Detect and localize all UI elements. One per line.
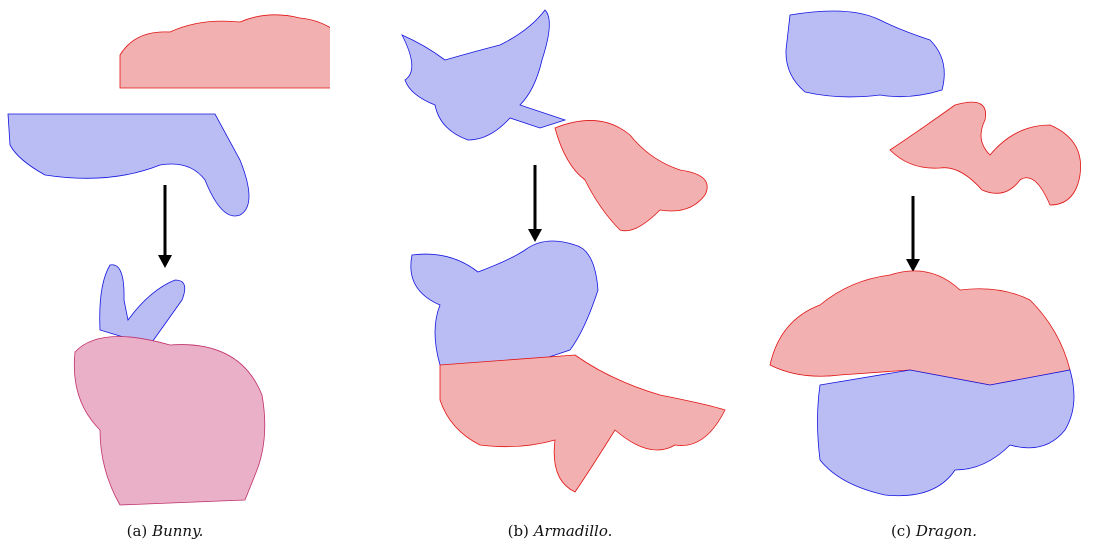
bunny-registered-ears bbox=[99, 264, 186, 346]
armadillo-target-cloud bbox=[554, 120, 708, 232]
bunny-registration-svg bbox=[7, 14, 330, 506]
bunny-source-cloud bbox=[7, 113, 250, 217]
caption-label-c: (c) bbox=[890, 522, 912, 540]
dragon-target-cloud bbox=[889, 101, 1082, 206]
figure-panel-dragon: (c) Dragon. bbox=[760, 0, 1108, 552]
bunny-target-outline bbox=[119, 14, 330, 89]
armadillo-registered-upper bbox=[410, 240, 599, 371]
armadillo-arrow bbox=[528, 165, 542, 242]
armadillo-target-outline bbox=[554, 120, 708, 232]
caption-label-b: (b) bbox=[507, 522, 529, 540]
dragon-source-outline bbox=[785, 10, 945, 98]
caption-bunny: (a) Bunny. bbox=[0, 522, 330, 540]
armadillo-registration-svg bbox=[401, 9, 726, 493]
dragon-registered-lower bbox=[817, 369, 1075, 497]
dragon-target-outline bbox=[889, 101, 1082, 206]
bunny-registered-body bbox=[73, 336, 266, 506]
bunny-source-outline bbox=[7, 113, 250, 217]
dragon-registered-cloud bbox=[769, 270, 1075, 497]
figure-panel-bunny: (a) Bunny. bbox=[0, 0, 330, 552]
caption-label-a: (a) bbox=[126, 522, 148, 540]
armadillo-source-outline bbox=[401, 9, 567, 141]
caption-armadillo: (b) Armadillo. bbox=[370, 522, 750, 540]
caption-name-bunny: Bunny. bbox=[152, 522, 204, 540]
armadillo-registered-cloud bbox=[410, 240, 726, 493]
armadillo-source-cloud bbox=[401, 9, 567, 141]
bunny-arrow bbox=[158, 185, 172, 268]
figure-panel-armadillo: (b) Armadillo. bbox=[370, 0, 750, 552]
caption-name-dragon: Dragon. bbox=[915, 522, 978, 540]
bunny-target-cloud bbox=[119, 14, 330, 89]
dragon-arrow bbox=[906, 196, 920, 272]
caption-dragon: (c) Dragon. bbox=[760, 522, 1108, 540]
dragon-source-cloud bbox=[785, 10, 945, 98]
dragon-registered-upper bbox=[769, 270, 1071, 386]
caption-name-armadillo: Armadillo. bbox=[533, 522, 613, 540]
dragon-registration-svg bbox=[769, 10, 1082, 497]
bunny-registered-cloud bbox=[73, 264, 266, 506]
armadillo-registered-lower bbox=[439, 354, 726, 493]
